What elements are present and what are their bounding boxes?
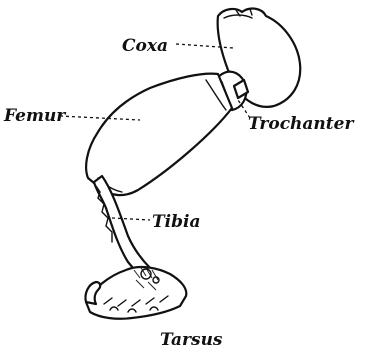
tarsus-segment: [85, 266, 186, 319]
tarsus-label: Tarsus: [160, 330, 223, 350]
tibia-label: Tibia: [152, 212, 200, 232]
coxa-label: Coxa: [122, 36, 168, 56]
trochanter-label: Trochanter: [248, 114, 354, 134]
femur-segment: [86, 74, 232, 195]
femur-label: Femur: [3, 106, 66, 126]
